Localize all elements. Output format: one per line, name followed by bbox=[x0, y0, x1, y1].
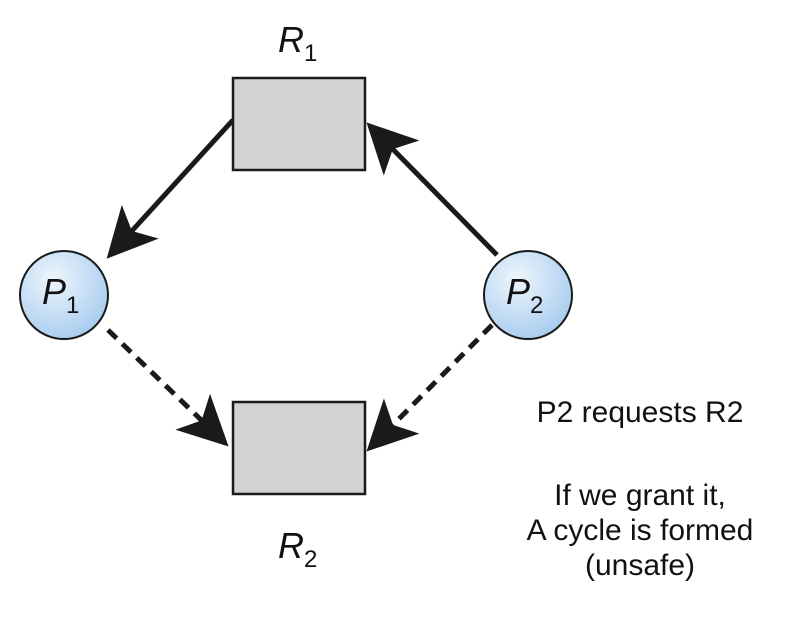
claim-edge-p2-to-r2 bbox=[366, 323, 494, 452]
process-p1 bbox=[19, 250, 109, 340]
consequence-note: If we grant it, A cycle is formed (unsaf… bbox=[490, 478, 787, 583]
process-p2-label: P2 bbox=[506, 271, 543, 319]
consequence-line: If we grant it, bbox=[554, 479, 726, 512]
process-p1-label: P1 bbox=[42, 271, 79, 319]
resource-r1 bbox=[231, 76, 367, 172]
edge-p2-to-r1 bbox=[366, 122, 499, 257]
resource-r1-label: R1 bbox=[278, 19, 317, 67]
resource-r2 bbox=[231, 400, 367, 496]
consequence-line: (unsafe) bbox=[584, 549, 696, 582]
edge-r1-to-p1 bbox=[106, 118, 235, 259]
request-note: P2 requests R2 bbox=[536, 396, 744, 429]
process-p2 bbox=[483, 250, 573, 340]
resource-r2-label: R2 bbox=[278, 525, 317, 573]
claim-edge-p1-to-r2 bbox=[106, 328, 229, 447]
consequence-line: A cycle is formed bbox=[526, 514, 754, 547]
